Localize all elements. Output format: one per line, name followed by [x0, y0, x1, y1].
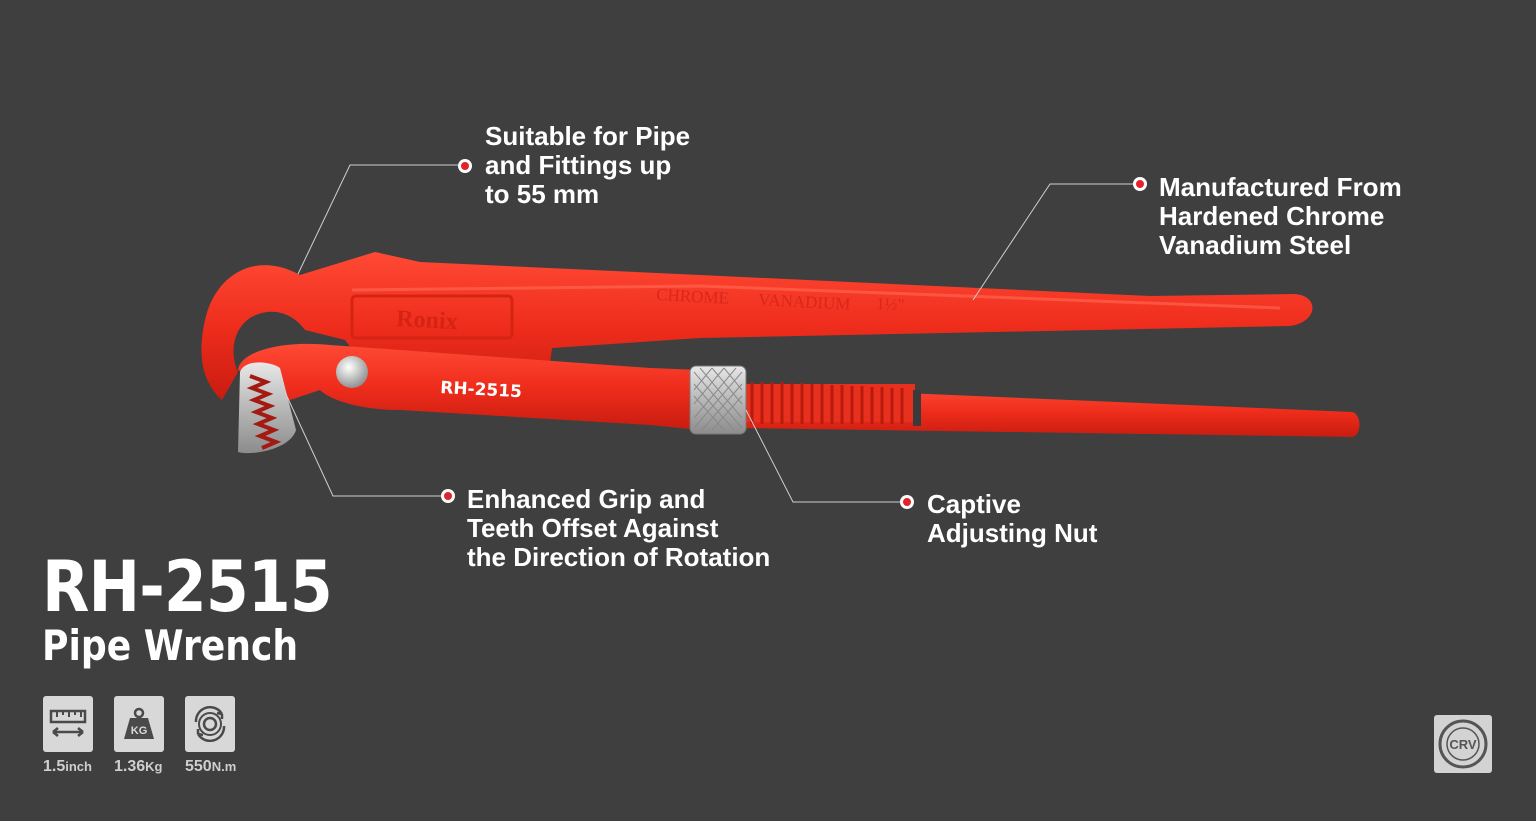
svg-text:CRV: CRV	[1449, 737, 1477, 752]
callout-line: Teeth Offset Against	[467, 513, 719, 543]
callout-line: to 55 mm	[485, 179, 600, 209]
spec-weight-label: 1.36Kg	[114, 758, 174, 776]
ruler-icon	[43, 696, 93, 752]
callout-line: the Direction of Rotation	[467, 542, 771, 572]
spec-unit: inch	[65, 759, 92, 774]
leader-line-pipe	[297, 164, 458, 275]
callout-grip-teeth: Enhanced Grip and Teeth Offset Against t…	[467, 485, 770, 572]
callout-line: and Fittings up	[485, 150, 672, 180]
torque-icon	[185, 696, 235, 752]
spec-value: 550	[185, 758, 212, 775]
spec-torque-label: 550N.m	[185, 758, 245, 776]
hook-jaw-teeth	[238, 362, 296, 454]
leader-lines	[284, 164, 1133, 503]
leader-line-steel	[972, 183, 1133, 301]
brand-embossed: Ronix	[396, 306, 459, 335]
weight-kg-icon: KG	[114, 696, 164, 752]
spec-value: 1.5	[43, 758, 66, 775]
callout-line: Adjusting Nut	[927, 518, 1098, 548]
leader-line-grip	[284, 391, 441, 497]
callout-line: Enhanced Grip and	[467, 484, 706, 514]
spec-weight: KG 1.36Kg	[114, 696, 174, 776]
adjusting-screw-thread	[745, 382, 921, 426]
spec-value: 1.36	[114, 758, 146, 775]
crv-badge-icon: CRV	[1434, 715, 1492, 773]
engraving-chrome: CHROME	[656, 285, 730, 308]
engraving-size: 1½"	[876, 294, 905, 314]
callout-pipe-capacity: Suitable for Pipe and Fittings up to 55 …	[485, 122, 690, 209]
callout-line: Suitable for Pipe	[485, 121, 691, 151]
spec-length-label: 1.5inch	[43, 758, 103, 776]
model-print-on-tool: RH-2515	[440, 378, 523, 402]
product-name: Pipe Wrench	[42, 621, 299, 670]
spec-torque: 550N.m	[185, 696, 245, 776]
callout-line: Hardened Chrome	[1159, 201, 1385, 231]
leader-dots	[441, 159, 1147, 509]
spec-length: 1.5inch	[43, 696, 103, 776]
callout-line: Captive	[927, 489, 1021, 519]
spec-unit: N.m	[211, 759, 237, 774]
callout-line: Vanadium Steel	[1159, 230, 1352, 260]
callout-material: Manufactured From Hardened Chrome Vanadi…	[1159, 173, 1402, 260]
knurled-adjusting-nut	[689, 365, 747, 435]
svg-text:KG: KG	[131, 725, 148, 737]
pivot-pin	[336, 356, 368, 388]
brand-plate	[350, 294, 514, 340]
spec-unit: Kg	[145, 759, 163, 774]
leader-line-nut	[745, 409, 900, 503]
engraving-vanadium: VANADIUM	[758, 290, 851, 314]
product-model-title: RH-2515	[42, 546, 333, 628]
callout-adjusting-nut: Captive Adjusting Nut	[927, 490, 1097, 548]
wrench-frame-ridge	[351, 284, 1281, 310]
callout-line: Manufactured From	[1159, 172, 1402, 202]
